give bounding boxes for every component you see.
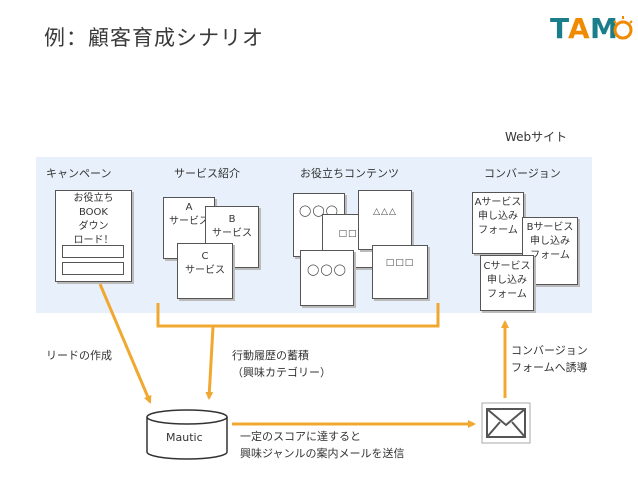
conversion-form-label: Cサービス xyxy=(483,261,531,272)
conversion-form-a: Aサービス 申し込み フォーム xyxy=(472,192,524,254)
service-page-label: サービス xyxy=(212,228,252,239)
database-icon xyxy=(146,409,228,460)
conversion-form-label: フォーム xyxy=(478,225,518,236)
conversion-form-label: Aサービス xyxy=(474,197,522,208)
content-page: □□□ xyxy=(372,245,428,299)
web-site-label: Webサイト xyxy=(505,130,568,144)
form-input-field xyxy=(62,245,124,258)
conversion-form-label: 申し込み xyxy=(478,211,518,222)
conversion-nav-line: フォームへ誘導 xyxy=(511,361,588,374)
conversion-form-label: フォーム xyxy=(530,250,570,261)
circles-shape: ◯◯◯ xyxy=(307,263,347,276)
service-page-label: C xyxy=(201,251,209,262)
envelope-icon xyxy=(481,402,531,444)
content-page: △△△ xyxy=(358,190,412,250)
score-note-line: 一定のスコアに達すると xyxy=(240,430,361,443)
conversion-form-c: Cサービス 申し込み フォーム xyxy=(480,255,534,311)
conversion-form-label: 申し込み xyxy=(530,236,570,247)
arrow-lead xyxy=(98,283,152,404)
svg-text:M: M xyxy=(590,12,618,45)
history-note-line: （興味カテゴリー） xyxy=(232,366,331,379)
mautic-label: Mautic xyxy=(166,431,203,444)
svg-text:A: A xyxy=(568,12,590,45)
service-page-label: B xyxy=(228,214,236,225)
conversion-form-label: 申し込み xyxy=(487,275,527,286)
triangles-shape: △△△ xyxy=(373,207,397,217)
column-campaign: キャンペーン xyxy=(46,167,112,180)
conversion-nav-line: コンバージョン xyxy=(511,344,588,357)
logo-icon: T A M xyxy=(550,12,633,45)
score-note: 一定のスコアに達すると 興味ジャンルの案内メールを送信 xyxy=(240,428,404,462)
column-conversion: コンバージョン xyxy=(484,167,561,180)
lead-note: リードの作成 xyxy=(46,349,112,362)
campaign-form-line: ダウン xyxy=(78,221,109,232)
conversion-form-label: フォーム xyxy=(487,289,527,300)
campaign-form-line: BOOK xyxy=(79,207,108,218)
history-note-line: 行動履歴の蓄積 xyxy=(232,349,309,362)
score-note-line: 興味ジャンルの案内メールを送信 xyxy=(240,447,405,460)
service-page-label: サービス xyxy=(185,265,225,276)
service-page-label: A xyxy=(185,202,193,213)
column-content: お役立ちコンテンツ xyxy=(300,167,399,180)
service-page-label: サービス xyxy=(169,216,209,227)
bracket-line xyxy=(156,303,440,328)
service-page-c: C サービス xyxy=(177,243,233,299)
conversion-nav-note: コンバージョン フォームへ誘導 xyxy=(511,342,588,376)
circles-shape: ◯◯◯ xyxy=(299,204,339,217)
svg-text:T: T xyxy=(550,12,569,45)
form-input-field xyxy=(62,262,124,275)
campaign-form-line: お役立ち xyxy=(73,193,114,204)
history-note: 行動履歴の蓄積 （興味カテゴリー） xyxy=(232,347,331,381)
squares-shape: □□□ xyxy=(385,258,415,268)
campaign-form-line: ロード！ xyxy=(73,235,114,246)
arrow-history xyxy=(205,326,215,400)
content-page: ◯◯◯ xyxy=(300,250,354,306)
column-service: サービス紹介 xyxy=(174,167,240,180)
conversion-form-label: Bサービス xyxy=(526,222,574,233)
squares-shape: □□ xyxy=(338,229,358,239)
page-title: 例：顧客育成シナリオ xyxy=(44,26,264,50)
